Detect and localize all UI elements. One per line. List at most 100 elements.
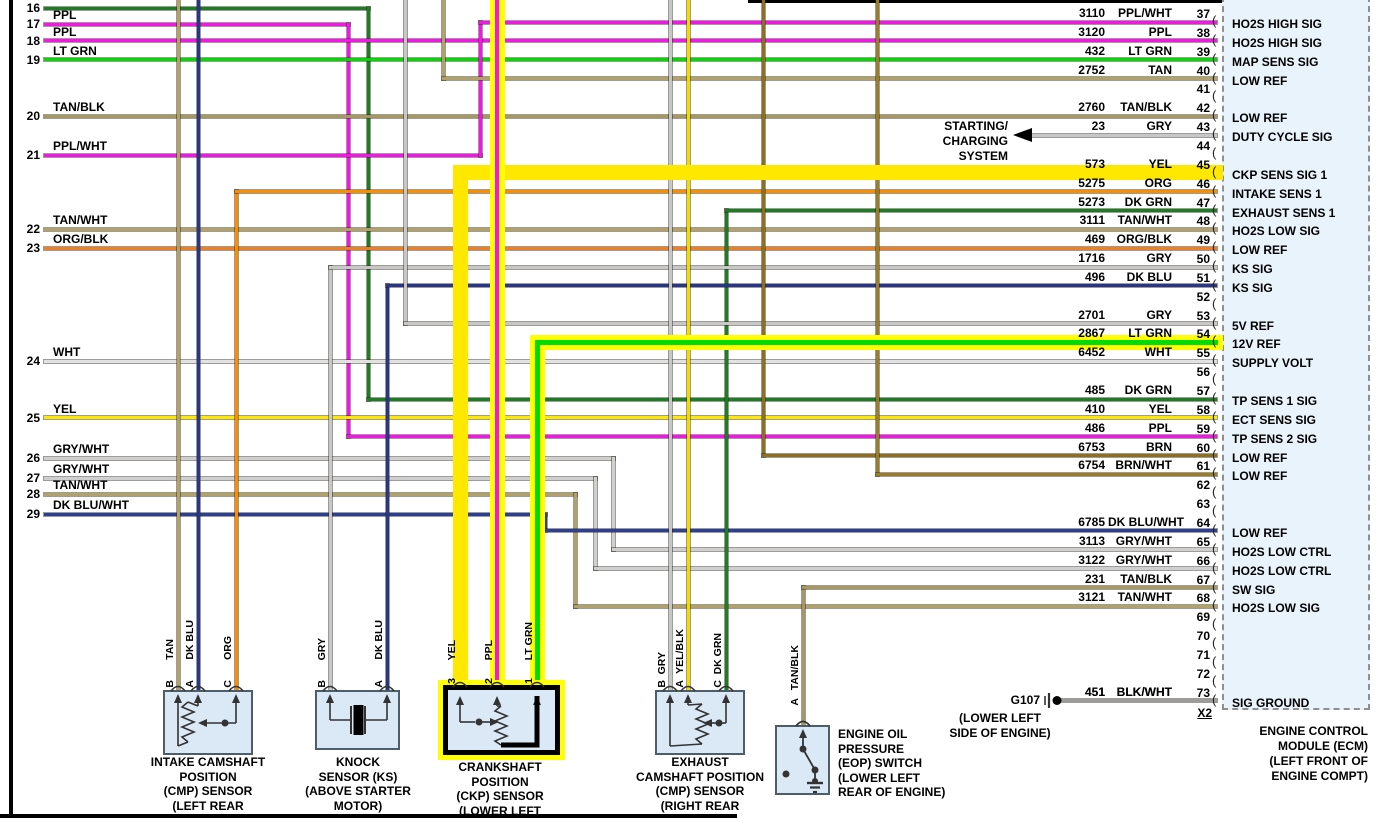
intake-cmp-pin-color-label: TAN: [164, 639, 176, 660]
ecm-pin-number: 55: [1196, 346, 1210, 361]
ecm-pin-number: 37: [1196, 7, 1210, 21]
ecm-pin-number: 38: [1196, 25, 1210, 40]
ecm-circuit-number: 3120: [1078, 24, 1105, 39]
left-pin-number: 29: [26, 507, 40, 521]
ecm-pin-connector-arc: (: [1212, 258, 1217, 274]
ecm-wire-color: LT GRN: [1128, 326, 1172, 341]
ground-wire-color: BLK/WHT: [1116, 684, 1172, 699]
ecm-wire-color: BLK/WHT: [1116, 684, 1172, 699]
wire-6452-supply-volt: [43, 359, 1217, 363]
intake-cmp-caption-line: (CMP) SENSOR: [163, 784, 253, 798]
ecm-circuit-number: 5275: [1078, 175, 1105, 190]
ecm-pin-connector-arc: (: [1212, 597, 1217, 613]
wire-2752-low-ref: [441, 77, 1217, 81]
ecm-pin-number: 44: [1196, 138, 1210, 153]
eop-caption-line: PRESSURE: [838, 741, 905, 756]
wire-485-tp-sens-1: [366, 6, 370, 401]
wire-3121-ho2s-low: [573, 492, 577, 608]
wire-2760-low-ref: [43, 114, 1217, 118]
wire-6753-low-ref: [761, 0, 765, 458]
ckp-caption-line: POSITION: [471, 774, 529, 789]
ckp-pin-letter: 3: [446, 678, 458, 684]
ecm-pin-number: 46: [1196, 176, 1210, 191]
ecm-pin-signal: KS SIG: [1232, 280, 1273, 295]
ecm-pin-connector-arc: (: [1212, 126, 1217, 142]
ecm-circuit-number: 3111: [1079, 213, 1105, 228]
exhaust-cmp-caption-line: OF ENGINE): [622, 813, 778, 818]
ecm-wire-color: TAN/WHT: [1117, 590, 1172, 605]
wire-573-ckp-sig-highlighted: [452, 165, 1223, 181]
ecm-circuit-number: 6452: [1078, 345, 1105, 360]
ecm-pin-signal: HO2S LOW SIG: [1232, 601, 1321, 616]
ecm-pin-signal: LOW REF: [1232, 469, 1288, 484]
ecm-pin-connector-arc: (: [1212, 88, 1217, 104]
eop-pin-color-label: TAN/BLK: [789, 644, 801, 690]
ecm-pin-number: 59: [1196, 421, 1210, 436]
wire-3113-ho2s-ctrl: [611, 548, 1217, 552]
ecm-pin-connector-arc: (: [1212, 691, 1217, 707]
ecm-circuit-number: 5273: [1078, 194, 1105, 209]
left-pin-number: 24: [26, 354, 40, 369]
ecm-circuit-number: 3121: [1078, 590, 1105, 605]
ecm-pin-connector-arc: (: [1212, 559, 1217, 575]
ecm-pin-signal: HO2S LOW CTRL: [1232, 563, 1332, 578]
left-wire-color-label: TAN/BLK: [53, 100, 105, 115]
wire-23-duty-cycle: [1030, 133, 1217, 137]
ecm-pin-number: 67: [1196, 572, 1210, 587]
ecm-pin-connector-arc: (: [1212, 13, 1217, 28]
ecm-pin-number: 52: [1196, 289, 1210, 304]
left-pin-number: 18: [26, 33, 40, 48]
wire-3121-ho2s-low: [43, 492, 577, 496]
ecm-pin-connector-arc: (: [1212, 182, 1217, 198]
intake-cmp-caption-line: INTAKE CAMSHAFT: [150, 755, 266, 769]
ecm-pin-signal: TP SENS 1 SIG: [1232, 394, 1318, 408]
ecm-circuit-number: 486: [1084, 420, 1105, 435]
wire-6785-low-ref: [43, 512, 547, 516]
left-pin-number: 28: [26, 487, 40, 501]
ecm-wire-color: LT GRN: [1128, 43, 1172, 58]
left-pin-number: 25: [26, 410, 40, 425]
left-pin-number: 22: [26, 222, 40, 237]
ecm-pin-number: 70: [1196, 629, 1210, 644]
ecm-wire-color: TAN: [1148, 62, 1172, 77]
wire-3110-ho2s-high: [478, 20, 482, 157]
left-wire-color-label: LT GRN: [53, 43, 97, 58]
wire-496-ks-sig: [385, 284, 1217, 288]
exhaust-cmp-caption-line: (CMP) SENSOR: [655, 784, 745, 798]
ecm-pin-number: 62: [1196, 478, 1210, 493]
wire-1716-ks-sig: [328, 265, 332, 692]
ecm-pin-connector-arc: (: [1212, 371, 1217, 387]
ecm-pin-number: 41: [1196, 82, 1210, 97]
knock-caption-line: MOTOR): [333, 798, 383, 813]
left-wire-color-label: YEL: [53, 401, 77, 416]
ckp-caption-line: CRANKSHAFT: [458, 760, 542, 774]
knock-pin-letter: B: [316, 680, 328, 688]
intake-cmp-pin-letter: A: [184, 680, 196, 688]
ecm-pin-signal: HO2S LOW CTRL: [1232, 544, 1332, 559]
wire-3121-ho2s-low: [573, 604, 1217, 608]
ecm-pin-connector-arc: (: [1212, 672, 1217, 688]
ecm-pin-number: 66: [1196, 553, 1210, 568]
wire-intake-cmp-a: [196, 0, 200, 692]
left-pin-number: 17: [26, 17, 40, 31]
ecm-pin-connector-arc: (: [1212, 635, 1217, 651]
ecm-pin-number: 63: [1196, 497, 1210, 512]
wire-3122-ho2s-ctrl: [593, 476, 597, 571]
ecm-pin-number: 39: [1196, 44, 1210, 59]
ecm-pin-number: 42: [1196, 101, 1210, 116]
ckp-caption-line: (CKP) SENSOR: [456, 789, 544, 803]
ecm-pin-number: 54: [1196, 327, 1210, 342]
ecm-pin-number: 64: [1196, 515, 1210, 530]
ground-circuit-number: 451: [1084, 684, 1105, 699]
ecm-pin-number: 60: [1196, 440, 1210, 455]
left-wire-color-label: TAN/WHT: [53, 213, 108, 228]
left-wire-color-label: PPL: [53, 24, 77, 39]
ecm-wire-color: GRY: [1146, 307, 1172, 322]
ecm-pin-connector-arc: (: [1212, 427, 1217, 443]
ecm-circuit-number: 432: [1084, 43, 1105, 58]
ecm-circuit-number: 2867: [1078, 326, 1105, 341]
